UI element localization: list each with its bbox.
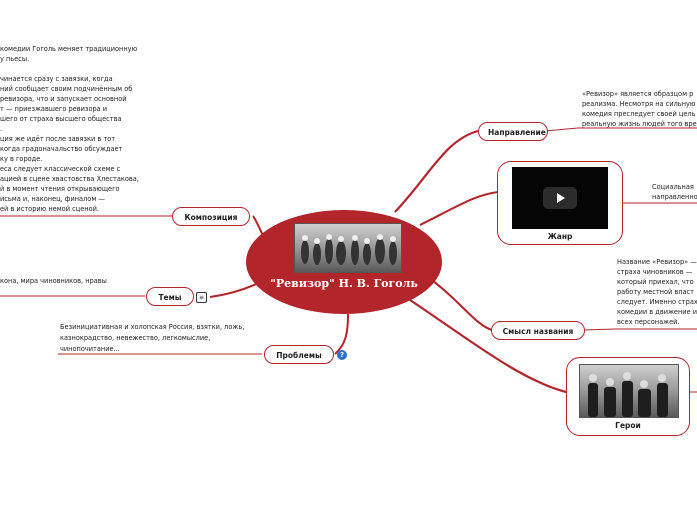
- illustration-figures: [295, 224, 402, 273]
- branch-geroi-label: Герои: [567, 421, 689, 430]
- branch-problemy[interactable]: Проблемы: [264, 345, 334, 364]
- central-topic[interactable]: "Ревизор" Н. В. Гоголь: [246, 210, 442, 314]
- play-icon[interactable]: [543, 187, 577, 209]
- themes-note: кона, мира чиновников, нравы: [0, 276, 107, 287]
- note-line: шего от страха высшего общества: [0, 114, 122, 125]
- photo-figures: [580, 365, 679, 418]
- central-illustration: [294, 223, 402, 273]
- branch-napravlenie[interactable]: Направление: [478, 122, 548, 141]
- branch-geroi[interactable]: Герои: [566, 357, 690, 436]
- note-line: ей в историю немой сценой.: [0, 204, 99, 215]
- branch-zhanr-label: Жанр: [498, 232, 622, 241]
- help-icon[interactable]: ?: [337, 350, 347, 360]
- heroes-photo: [579, 364, 679, 418]
- branch-zhanr[interactable]: Жанр: [497, 161, 623, 245]
- branch-smysl[interactable]: Смысл названия: [491, 321, 585, 340]
- genre-video[interactable]: [512, 167, 608, 229]
- central-title: "Ревизор" Н. В. Гоголь: [246, 277, 442, 290]
- problems-note: Безинициативная и холопская Россия, взят…: [60, 322, 246, 354]
- note-line: направленно: [652, 192, 697, 203]
- note-line: всех персонажей.: [617, 317, 680, 328]
- note-line: реальную жизнь людей того вре: [582, 119, 697, 130]
- branch-kompoziciya[interactable]: Композиция: [172, 207, 250, 226]
- note-line: у пьесы.: [0, 54, 29, 65]
- branch-temy[interactable]: Темы: [146, 287, 194, 306]
- note-icon[interactable]: ≡: [196, 292, 207, 303]
